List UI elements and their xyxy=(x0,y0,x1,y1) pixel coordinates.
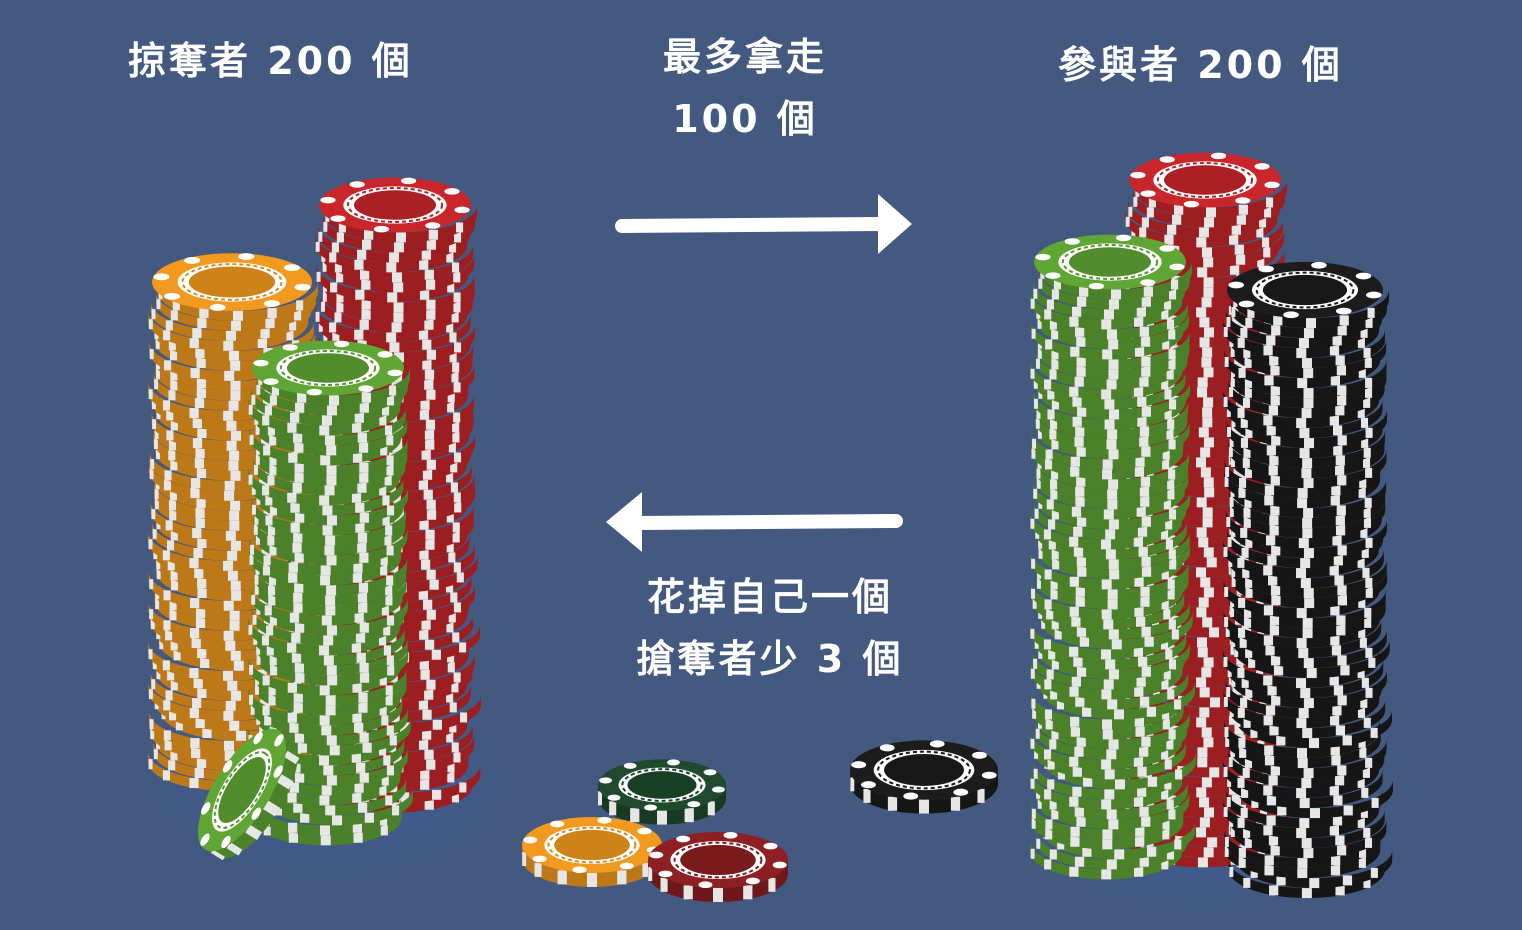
white-black-loose-chip xyxy=(850,740,998,813)
arrow-left-icon xyxy=(606,492,896,552)
green-chip-stack-right xyxy=(1030,235,1196,880)
take-limit-line1: 最多拿走 xyxy=(600,26,890,88)
dark-green-loose-chip xyxy=(598,759,726,824)
participant-count-label: 參與者 200 個 xyxy=(1058,34,1358,89)
penalty-line1: 花掉自己一個 xyxy=(600,566,940,628)
black-chip-stack-right xyxy=(1223,262,1393,898)
penalty-line2: 搶奪者少 3 個 xyxy=(600,628,940,690)
take-limit-line2: 100 個 xyxy=(600,88,890,150)
predator-count-label: 掠奪者 200 個 xyxy=(128,30,428,85)
penalty-label: 花掉自己一個 搶奪者少 3 個 xyxy=(600,566,940,690)
orange-loose-chip xyxy=(522,817,662,887)
dark-red-loose-chip xyxy=(648,832,788,902)
arrow-right-icon xyxy=(622,194,912,254)
take-limit-label: 最多拿走 100 個 xyxy=(600,26,890,150)
